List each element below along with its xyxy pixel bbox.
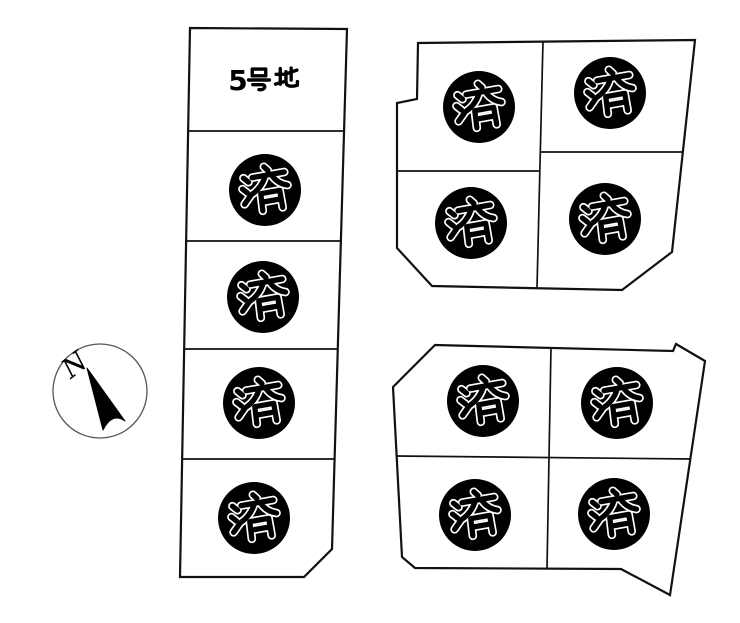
- lot-number-text: 5: [228, 64, 247, 97]
- sold-stamp: [229, 154, 301, 226]
- sold-stamp: [581, 367, 653, 439]
- sold-stamp: [223, 367, 295, 439]
- lot-block-upper-right-outline: [395, 38, 697, 292]
- compass: N: [52, 343, 148, 439]
- sold-stamp: [435, 187, 507, 259]
- lot-divider: [536, 40, 544, 289]
- lot-divider: [395, 455, 692, 460]
- sold-stamp: [443, 71, 515, 143]
- lot-block-left: 5: [178, 26, 349, 579]
- sold-stamp: [569, 183, 641, 255]
- compass-circle: [52, 343, 148, 439]
- compass-needle-icon: [86, 367, 126, 431]
- sold-stamp: [439, 479, 511, 551]
- sold-stamp: [227, 261, 299, 333]
- sold-stamp: [578, 478, 650, 550]
- sold-stamp: [574, 57, 646, 129]
- sold-stamp: [218, 482, 290, 554]
- lot-block-upper-right: [395, 38, 697, 292]
- sold-stamp: [447, 365, 519, 437]
- compass-north-label: N: [55, 345, 95, 385]
- lot-label-5gouchi: 5: [228, 64, 300, 97]
- lot-block-lower-right: [391, 342, 707, 597]
